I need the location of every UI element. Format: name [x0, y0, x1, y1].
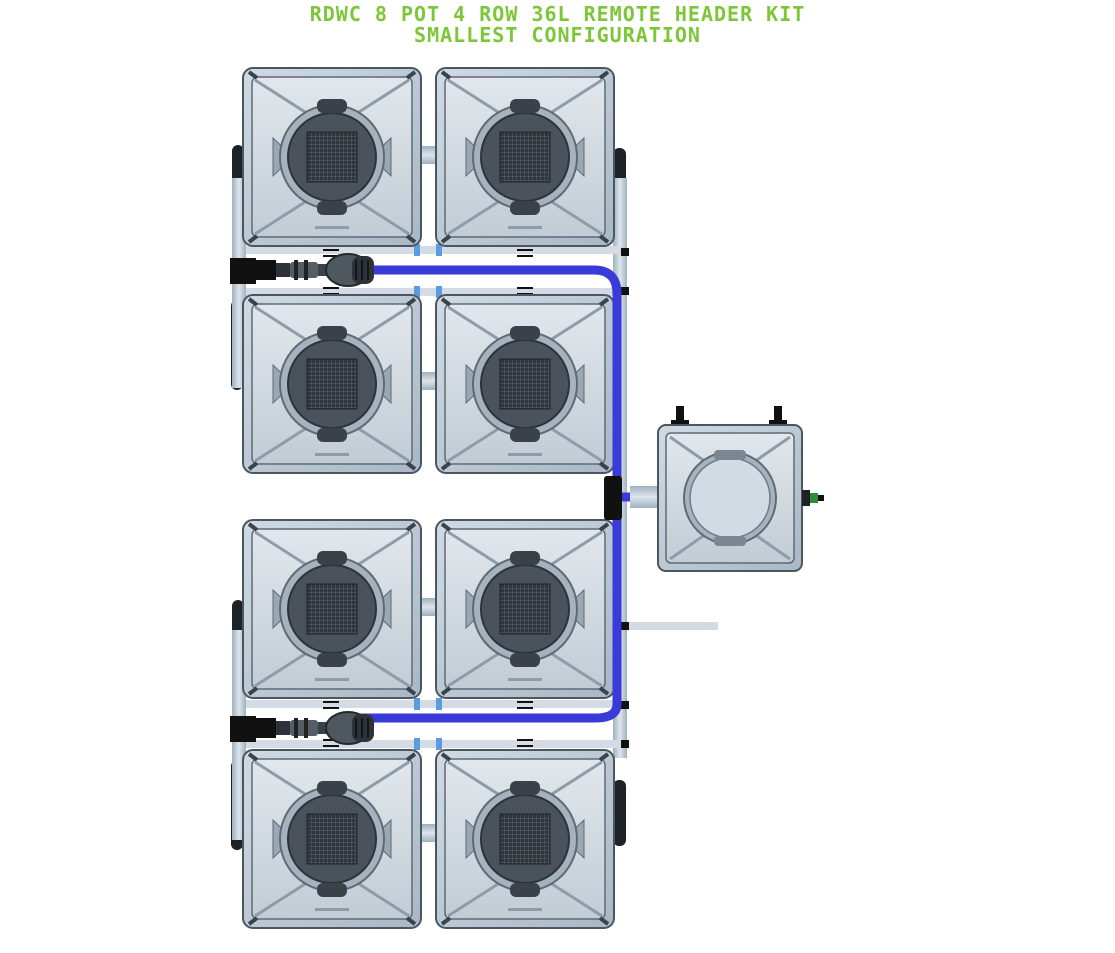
upper-pump-assembly	[230, 253, 375, 287]
pot-grid	[241, 66, 616, 930]
diagram-title-line-2: SMALLEST CONFIGURATION	[414, 23, 701, 47]
header-connection	[604, 476, 660, 520]
pot-connectors	[420, 146, 436, 842]
pot-row2-left	[241, 293, 423, 475]
pot-row1-left	[241, 66, 423, 248]
pot-row1-right	[434, 66, 616, 248]
pot-row3-left	[241, 518, 423, 700]
lower-pump-assembly	[230, 711, 375, 745]
pot-row3-right	[434, 518, 616, 700]
pot-row4-left	[241, 748, 423, 930]
lower-pump	[253, 711, 375, 745]
diagram-title-line-1: RDWC 8 POT 4 ROW 36L REMOTE HEADER KIT	[309, 2, 806, 26]
left-return-pipes	[231, 145, 246, 850]
upper-pump	[253, 253, 375, 287]
remote-header-tank	[657, 406, 824, 572]
pot-row2-right	[434, 293, 616, 475]
pot-row4-right	[434, 748, 616, 930]
